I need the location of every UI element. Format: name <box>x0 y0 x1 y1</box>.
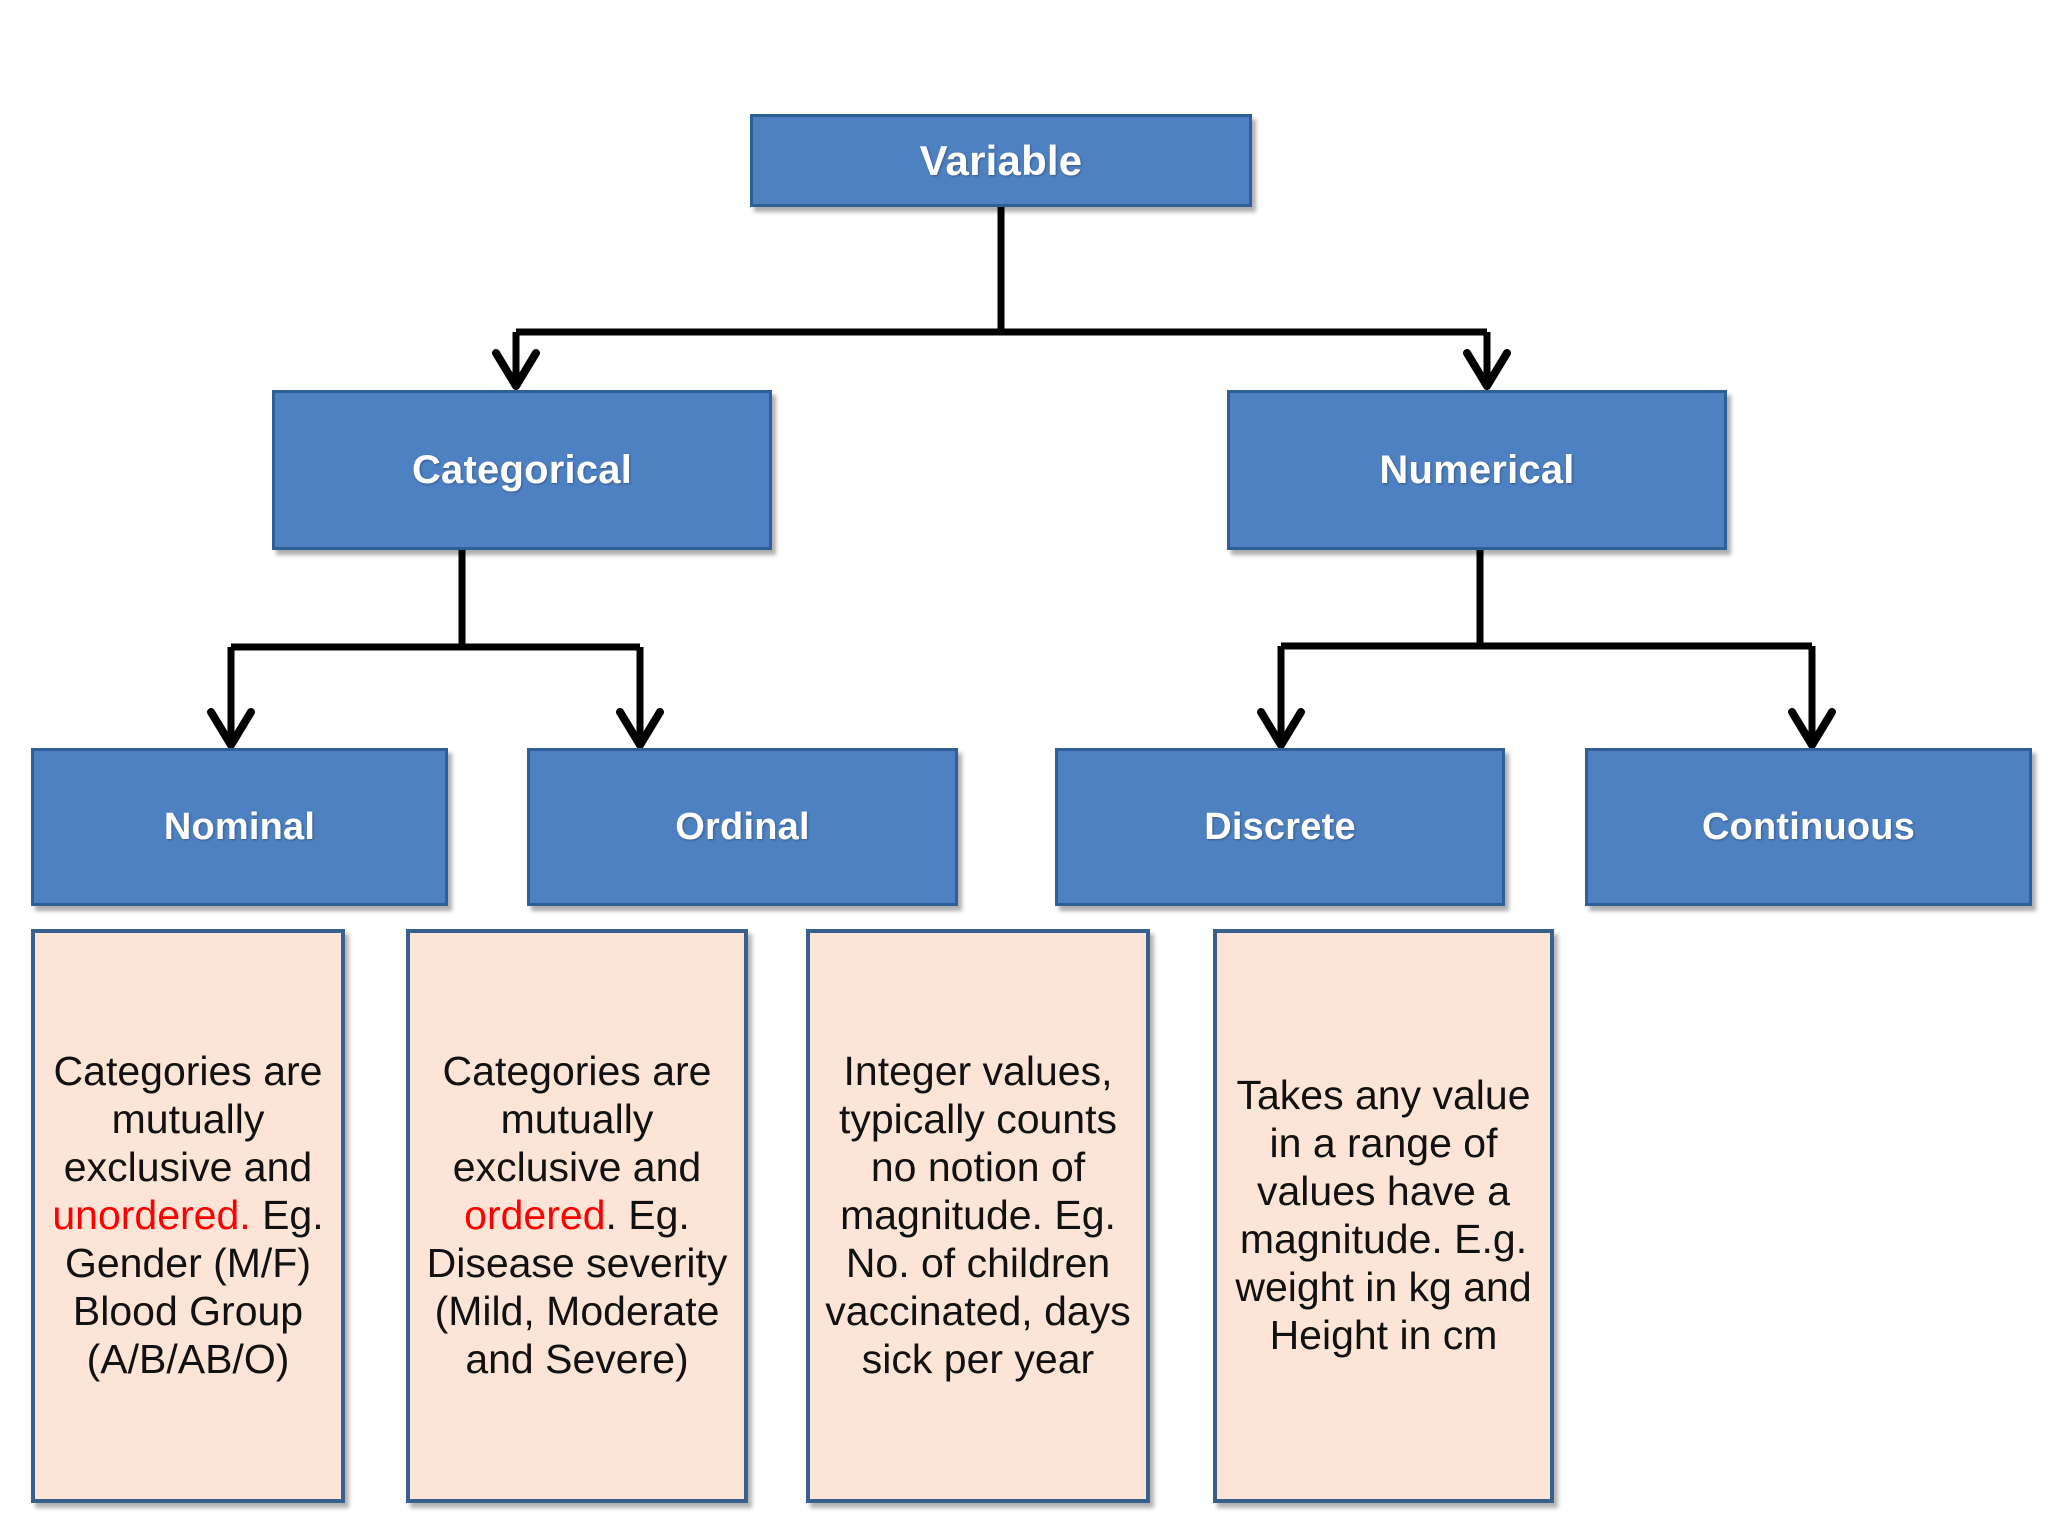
description-segment: Categories are mutually exclusive and <box>53 1048 323 1191</box>
node-categorical-label: Categorical <box>411 447 633 492</box>
description-nominal-text: Categories are mutually exclusive and un… <box>49 1048 327 1384</box>
node-nominal-label: Nominal <box>163 805 316 848</box>
description-continuous: Takes any value in a range of values hav… <box>1213 929 1554 1503</box>
description-nominal: Categories are mutually exclusive and un… <box>31 929 345 1503</box>
node-numerical-label: Numerical <box>1379 447 1575 492</box>
description-ordinal: Categories are mutually exclusive and or… <box>406 929 748 1503</box>
edge-numerical-split <box>1277 550 1816 742</box>
highlighted-term: unordered. <box>52 1192 251 1239</box>
node-continuous-label: Continuous <box>1701 805 1916 848</box>
node-numerical[interactable]: Numerical <box>1227 390 1727 550</box>
description-segment: Takes any value in a range of values hav… <box>1235 1072 1532 1358</box>
edge-variable-split <box>512 207 1491 384</box>
node-discrete-label: Discrete <box>1204 805 1356 848</box>
description-ordinal-text: Categories are mutually exclusive and or… <box>424 1048 730 1384</box>
arrow-to-continuous <box>1788 708 1836 749</box>
description-segment: Eg. Gender (M/F) Blood Group (A/B/AB/O) <box>64 1192 324 1382</box>
description-segment: Categories are mutually exclusive and <box>442 1048 712 1191</box>
node-variable[interactable]: Variable <box>750 114 1252 207</box>
description-discrete: Integer values, typically counts no noti… <box>806 929 1150 1503</box>
arrow-to-numerical <box>1463 349 1511 390</box>
description-segment: . Eg. Disease severity (Mild, Moderate a… <box>426 1192 728 1382</box>
description-segment: Integer values, typically counts no noti… <box>825 1048 1131 1382</box>
arrow-to-discrete <box>1257 708 1305 749</box>
node-discrete[interactable]: Discrete <box>1055 748 1505 906</box>
node-ordinal[interactable]: Ordinal <box>527 748 958 906</box>
arrow-to-ordinal <box>616 708 664 749</box>
highlighted-term: ordered <box>464 1192 606 1239</box>
node-variable-label: Variable <box>919 136 1083 184</box>
description-continuous-text: Takes any value in a range of values hav… <box>1231 1072 1536 1360</box>
node-ordinal-label: Ordinal <box>675 805 810 848</box>
node-nominal[interactable]: Nominal <box>31 748 448 906</box>
arrow-to-categorical <box>492 349 540 390</box>
node-categorical[interactable]: Categorical <box>272 390 772 550</box>
arrow-to-nominal <box>207 708 255 749</box>
node-continuous[interactable]: Continuous <box>1585 748 2032 906</box>
edge-categorical-split <box>227 550 644 742</box>
description-discrete-text: Integer values, typically counts no noti… <box>824 1048 1132 1384</box>
